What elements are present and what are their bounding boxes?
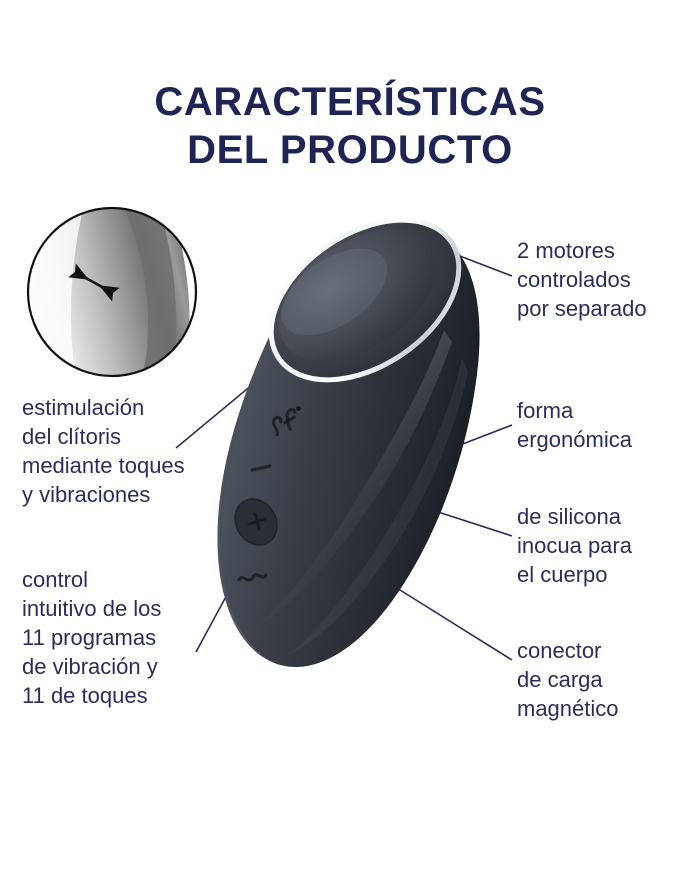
inset-circle-outline <box>26 206 198 378</box>
head-dome-highlight <box>281 248 388 336</box>
product-controls <box>227 406 301 582</box>
motion-arrow-icon <box>68 263 120 302</box>
page-title-line-2: DEL PRODUCTO <box>187 128 513 172</box>
callout-forma-ergonomica: forma ergonómica <box>517 398 632 452</box>
power-button[interactable] <box>227 491 286 553</box>
oscillation-detail-circle <box>26 206 198 378</box>
callout-de-silicona: de silicona inocua para el cuerpo <box>517 504 632 587</box>
head-inner-dome <box>279 229 437 362</box>
wave-button[interactable] <box>237 573 268 582</box>
page-title: CARACTERÍSTICAS DEL PRODUCTO <box>0 78 700 174</box>
callout-control-intuitivo: control intuitivo de los 11 programas de… <box>22 567 162 708</box>
callout-2-motores: 2 motores controlados por separado <box>517 238 647 321</box>
inset-dark-band <box>117 208 177 376</box>
leader-line-silicona <box>431 509 513 537</box>
body-crease <box>258 330 452 626</box>
page-title-line-1: CARACTERÍSTICAS <box>154 80 546 124</box>
leader-line-motores <box>451 252 513 277</box>
chrome-rim-ring <box>268 217 462 383</box>
callout-estimulacion-clitoris: estimulación del clítoris mediante toque… <box>22 395 185 507</box>
minus-button[interactable] <box>250 464 272 472</box>
leader-line-conector <box>391 584 513 661</box>
callout-conector-de-carga: conector de carga magnético <box>517 638 619 721</box>
product-body <box>217 217 480 668</box>
brand-logo-sf <box>271 406 301 437</box>
product-head <box>268 217 462 383</box>
